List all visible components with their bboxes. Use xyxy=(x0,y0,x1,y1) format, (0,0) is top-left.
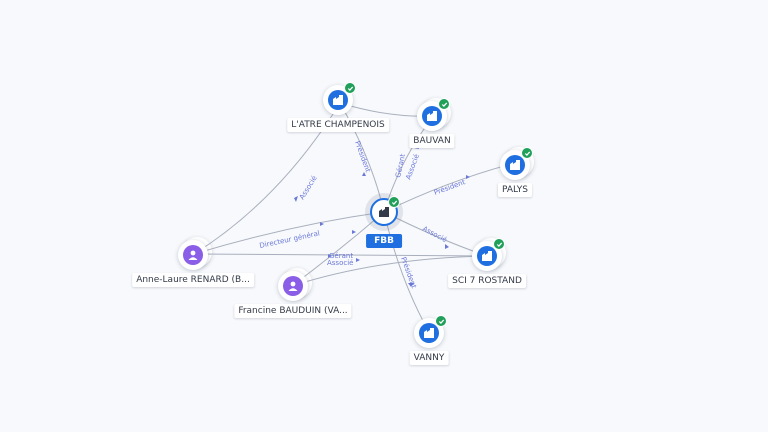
arrow-marker xyxy=(408,283,414,287)
arrow-marker xyxy=(466,175,470,179)
arrow-marker xyxy=(294,196,298,202)
arrow-marker xyxy=(445,244,449,249)
verified-check-icon xyxy=(493,238,505,250)
node-bubble[interactable] xyxy=(414,315,447,348)
arrow-marker xyxy=(362,172,366,176)
company-icon xyxy=(424,328,434,338)
edge-label-anne-fbb: Directeur général xyxy=(259,229,321,250)
edge-anne-fbb xyxy=(193,211,385,255)
arrow-marker xyxy=(352,230,356,234)
node-label-bauvan: BAUVAN xyxy=(409,134,455,148)
company-icon xyxy=(333,95,343,105)
person-icon xyxy=(188,250,198,260)
node-label-palys: PALYS xyxy=(497,183,533,197)
company-icon xyxy=(510,160,520,170)
verified-check-icon xyxy=(438,98,450,110)
node-bubble[interactable] xyxy=(278,268,312,301)
edge-label-fbb-sci: Associé xyxy=(421,225,448,244)
node-label-fbb: FBB xyxy=(366,234,402,248)
edge-label-fbb-palys: Président xyxy=(433,178,467,197)
verified-check-icon xyxy=(344,82,356,94)
node-label-latre: L'ATRE CHAMPENOIS xyxy=(287,118,389,132)
edge-anne-sci xyxy=(193,253,488,257)
node-label-sci: SCI 7 ROSTAND xyxy=(448,274,526,288)
node-bubble[interactable] xyxy=(500,147,534,180)
verified-check-icon xyxy=(388,196,400,208)
edge-label-francine-fbb-2: Associé xyxy=(327,259,353,267)
node-bubble[interactable] xyxy=(323,82,356,115)
node-label-vanny: VANNY xyxy=(409,351,449,365)
person-icon xyxy=(288,281,298,291)
verified-check-icon xyxy=(521,147,533,159)
company-icon xyxy=(427,111,437,121)
node-label-francine: Francine BAUDUIN (VA... xyxy=(234,304,352,318)
arrow-marker xyxy=(320,222,324,226)
company-icon xyxy=(482,251,492,261)
edge-label-francine-fbb-1: Gérant xyxy=(329,252,353,260)
edge-label-anne-latre: Associé xyxy=(298,174,319,201)
verified-check-icon xyxy=(435,315,447,327)
arrow-marker xyxy=(328,254,332,258)
node-bubble[interactable] xyxy=(472,238,506,271)
node-bubble[interactable] xyxy=(178,237,212,270)
arrow-marker xyxy=(356,258,360,262)
node-bubble[interactable] xyxy=(417,98,451,131)
edge-label-fbb-latre: Président xyxy=(353,140,372,174)
edge-francine-sci xyxy=(291,255,488,287)
node-label-anne: Anne-Laure RENARD (B... xyxy=(132,273,254,287)
company-icon xyxy=(379,207,389,217)
